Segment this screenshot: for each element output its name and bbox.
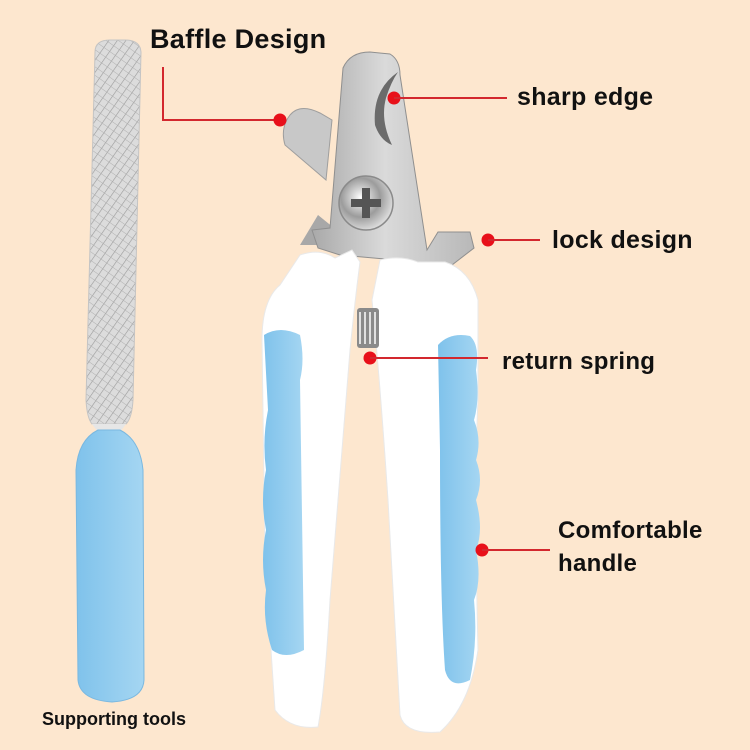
lock-leader xyxy=(488,239,540,241)
baffle-callout-dot xyxy=(273,113,287,127)
baffle-design-label: Baffle Design xyxy=(150,24,327,54)
clipper-head xyxy=(282,51,475,266)
handle-leader xyxy=(482,549,550,551)
supporting-tools-caption: Supporting tools xyxy=(42,709,186,729)
comfortable-label: Comfortable xyxy=(558,517,703,544)
sharp-edge-label: sharp edge xyxy=(517,83,654,111)
nail-file xyxy=(75,39,145,703)
spring-leader xyxy=(370,357,488,359)
baffle-leader-vertical xyxy=(162,67,164,121)
baffle-leader-horizontal xyxy=(162,119,280,121)
lock-design-label: lock design xyxy=(552,226,693,254)
clipper-handles xyxy=(261,249,480,733)
return-spring xyxy=(357,308,379,348)
sharp-edge-leader xyxy=(394,97,507,99)
handle-label: handle xyxy=(558,550,638,577)
return-spring-label: return spring xyxy=(502,348,656,375)
